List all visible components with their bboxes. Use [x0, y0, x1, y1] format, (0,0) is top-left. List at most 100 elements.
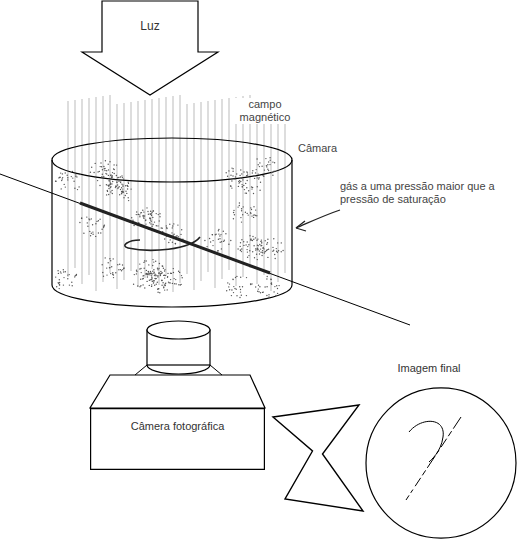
- field-line: [103, 96, 104, 282]
- droplet: [246, 249, 247, 250]
- field-line: [82, 99, 83, 284]
- droplet: [111, 266, 112, 267]
- droplet: [69, 274, 70, 275]
- droplet: [225, 233, 226, 234]
- droplet: [150, 219, 151, 220]
- droplet: [122, 188, 123, 189]
- droplet: [142, 278, 143, 279]
- droplet: [218, 239, 219, 240]
- droplet: [257, 259, 258, 260]
- droplet: [239, 180, 240, 181]
- droplet: [269, 164, 270, 165]
- droplet: [153, 281, 154, 282]
- droplet: [268, 161, 269, 162]
- droplet: [107, 190, 108, 191]
- droplet: [128, 183, 129, 184]
- droplet: [173, 278, 174, 279]
- droplet: [146, 274, 147, 275]
- droplet: [259, 244, 260, 245]
- droplet: [122, 191, 123, 192]
- droplet: [151, 212, 152, 213]
- droplet: [144, 215, 145, 216]
- droplet: [127, 185, 128, 186]
- droplet: [159, 292, 160, 293]
- droplet: [148, 273, 149, 274]
- droplet: [143, 275, 144, 276]
- droplet: [153, 269, 154, 270]
- droplet: [268, 249, 269, 250]
- droplet: [237, 206, 238, 207]
- field-line: [173, 96, 174, 292]
- droplet: [112, 272, 113, 273]
- droplet: [157, 268, 158, 269]
- droplet: [165, 282, 166, 283]
- droplet: [261, 255, 262, 256]
- droplet: [153, 210, 154, 211]
- droplet: [106, 274, 107, 275]
- droplet: [274, 286, 275, 287]
- droplet: [97, 171, 98, 172]
- droplet: [259, 250, 260, 251]
- droplet: [106, 173, 107, 174]
- droplet: [262, 252, 263, 253]
- droplet: [173, 268, 174, 269]
- droplet: [75, 176, 76, 177]
- droplet: [249, 250, 250, 251]
- droplet: [278, 250, 279, 251]
- droplet: [244, 189, 245, 190]
- droplet: [102, 264, 103, 265]
- droplet: [100, 232, 101, 233]
- spiral-track: [125, 237, 200, 250]
- droplet: [91, 233, 92, 234]
- droplet: [151, 275, 152, 276]
- droplet: [104, 224, 105, 225]
- field-line: [264, 103, 265, 275]
- droplet: [101, 176, 102, 177]
- node-outline: [361, 362, 521, 540]
- droplet: [58, 283, 59, 284]
- droplet: [136, 214, 137, 215]
- droplet: [212, 240, 213, 241]
- droplet: [181, 275, 182, 276]
- droplet: [142, 275, 143, 276]
- droplet: [271, 282, 272, 283]
- droplet: [261, 166, 262, 167]
- droplet: [180, 284, 181, 285]
- droplet: [121, 193, 122, 194]
- droplet: [167, 277, 168, 278]
- droplet: [181, 229, 182, 230]
- droplet: [240, 250, 241, 251]
- droplet: [258, 291, 259, 292]
- droplet: [258, 178, 259, 179]
- droplet: [111, 176, 112, 177]
- droplet: [177, 224, 178, 225]
- droplet: [92, 224, 93, 225]
- droplet: [62, 178, 63, 179]
- droplet: [87, 222, 88, 223]
- droplet: [250, 213, 251, 214]
- droplet: [101, 166, 102, 167]
- droplet: [173, 223, 174, 224]
- droplet: [122, 184, 123, 185]
- droplet: [265, 158, 266, 159]
- droplet: [107, 185, 108, 186]
- droplet: [117, 184, 118, 185]
- droplet: [174, 283, 175, 284]
- droplet: [144, 268, 145, 269]
- droplet: [90, 235, 91, 236]
- droplet: [127, 188, 128, 189]
- droplet: [272, 251, 273, 252]
- droplet: [257, 186, 258, 187]
- droplet: [158, 268, 159, 269]
- droplet: [226, 172, 227, 173]
- droplet: [235, 176, 236, 177]
- droplet: [163, 286, 164, 287]
- droplet: [172, 283, 173, 284]
- droplet: [161, 280, 162, 281]
- chamber-wall: [52, 160, 292, 307]
- droplet: [240, 217, 241, 218]
- droplet: [114, 169, 115, 170]
- droplet: [151, 277, 152, 278]
- droplet: [169, 224, 170, 225]
- droplet: [241, 177, 242, 178]
